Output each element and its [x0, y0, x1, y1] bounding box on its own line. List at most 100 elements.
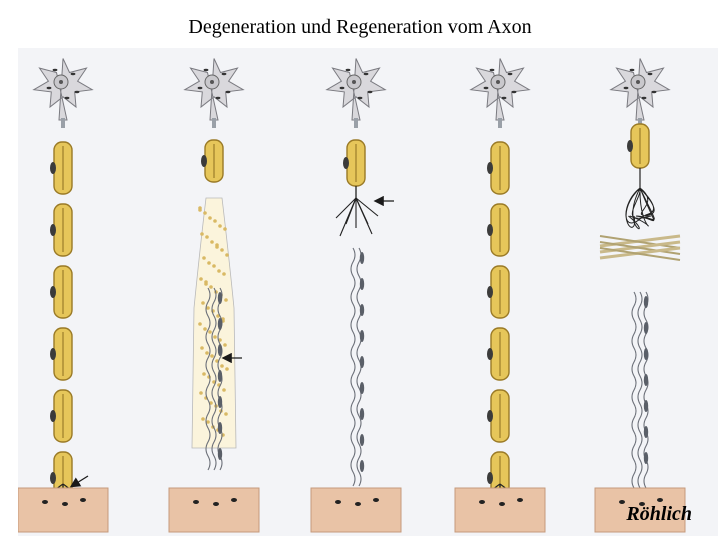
myelin-debris	[223, 343, 227, 347]
slide-title: Degeneration und Regeneration vom Axon	[188, 16, 532, 38]
muscle-fiber	[310, 487, 402, 533]
muscle-nucleus	[42, 500, 48, 504]
axon-hillock	[61, 118, 65, 128]
nissl-body	[345, 68, 351, 72]
schwann-nucleus	[487, 410, 493, 422]
schwann-nucleus	[487, 162, 493, 174]
muscle-nucleus	[231, 498, 237, 502]
myelin-debris	[212, 264, 216, 268]
nissl-body	[215, 96, 221, 100]
schwann-nucleus	[50, 472, 56, 484]
schwann-nucleus	[487, 472, 493, 484]
axon-hillock	[212, 118, 216, 128]
schwann-nucleus	[50, 286, 56, 298]
schwann-nucleus	[217, 318, 223, 330]
nucleolus	[210, 80, 214, 84]
schwann-nucleus	[343, 157, 349, 169]
axon-sprout	[355, 197, 373, 235]
nucleolus	[352, 80, 356, 84]
muscle-fiber	[18, 487, 109, 533]
muscle-nucleus	[213, 502, 219, 506]
myelin-debris	[201, 417, 205, 421]
nucleolus	[59, 80, 63, 84]
myelin-debris	[222, 272, 226, 276]
schwann-strand	[205, 287, 211, 471]
cell-body	[32, 58, 94, 121]
nissl-body	[651, 90, 657, 94]
myelin-debris	[199, 277, 203, 281]
schwann-strand	[217, 287, 223, 471]
myelin-debris	[213, 219, 217, 223]
nissl-body	[501, 96, 507, 100]
nucleolus	[636, 80, 640, 84]
schwann-nucleus	[217, 292, 223, 304]
nissl-body	[511, 90, 517, 94]
stage-degeneration	[168, 58, 260, 533]
muscle-nucleus	[373, 498, 379, 502]
schwann-nucleus	[201, 155, 207, 167]
myelin-debris	[200, 232, 204, 236]
myelin-debris	[210, 354, 214, 358]
muscle-nucleus	[193, 500, 199, 504]
schwann-nucleus	[50, 410, 56, 422]
nissl-body	[64, 96, 70, 100]
myelin-debris	[217, 269, 221, 273]
nissl-body	[489, 68, 495, 72]
nissl-body	[647, 72, 653, 76]
myelin-debris	[207, 261, 211, 265]
muscle-fiber	[594, 487, 686, 533]
schwann-nucleus	[359, 460, 365, 472]
myelin-debris	[216, 314, 220, 318]
stage-normal	[18, 58, 109, 533]
schwann-nucleus	[217, 344, 223, 356]
myelin-debris	[220, 248, 224, 252]
nissl-body	[623, 86, 629, 90]
myelin-debris	[224, 412, 228, 416]
muscle-nucleus	[355, 502, 361, 506]
cell-body	[609, 58, 671, 121]
myelin-debris	[203, 211, 207, 215]
nissl-body	[483, 86, 489, 90]
myelin-debris	[223, 227, 227, 231]
myelin-debris	[209, 285, 213, 289]
illustration-svg	[18, 58, 686, 533]
myelin-debris	[224, 298, 228, 302]
muscle-nucleus	[639, 502, 645, 506]
muscle-nucleus	[80, 498, 86, 502]
myelin-debris	[198, 208, 202, 212]
myelin-debris	[225, 367, 229, 371]
axon-sprout	[355, 197, 379, 217]
axon-sprout	[339, 197, 357, 237]
myelin-debris	[201, 301, 205, 305]
schwann-strand	[637, 291, 643, 489]
axon-hillock	[354, 118, 358, 128]
axon-sprout	[335, 197, 357, 219]
nissl-body	[203, 68, 209, 72]
nissl-body	[74, 90, 80, 94]
scar-band	[599, 247, 681, 261]
schwann-strand	[211, 287, 217, 471]
schwann-strand	[631, 291, 637, 489]
schwann-nucleus	[359, 408, 365, 420]
nucleolus	[496, 80, 500, 84]
muscle-nucleus	[619, 500, 625, 504]
schwann-nucleus	[643, 322, 649, 334]
schwann-nucleus	[359, 278, 365, 290]
scar-band	[599, 235, 681, 249]
schwann-nucleus	[643, 400, 649, 412]
myelin-debris	[220, 364, 224, 368]
nissl-body	[221, 72, 227, 76]
schwann-nucleus	[217, 370, 223, 382]
muscle-fiber	[168, 487, 260, 533]
nissl-body	[629, 68, 635, 72]
schwann-strand	[350, 247, 356, 487]
nissl-body	[197, 86, 203, 90]
myelin-debris	[210, 240, 214, 244]
myelin-debris	[208, 216, 212, 220]
schwann-nucleus	[217, 396, 223, 408]
nissl-body	[507, 72, 513, 76]
schwann-nucleus	[359, 434, 365, 446]
schwann-nucleus	[643, 452, 649, 464]
myelin-debris	[222, 388, 226, 392]
